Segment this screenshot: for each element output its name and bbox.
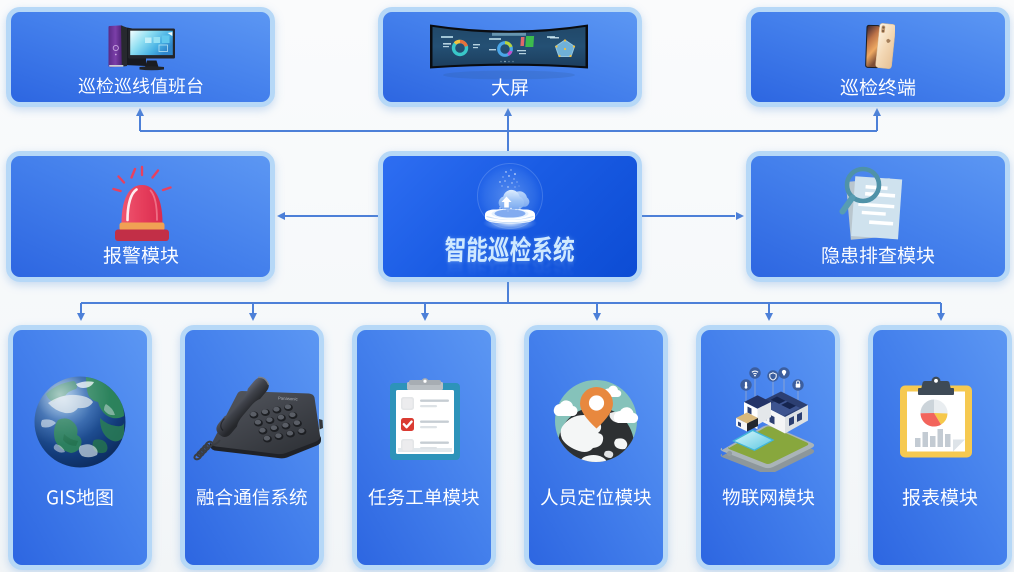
svg-text:Panasonic: Panasonic — [278, 396, 298, 402]
